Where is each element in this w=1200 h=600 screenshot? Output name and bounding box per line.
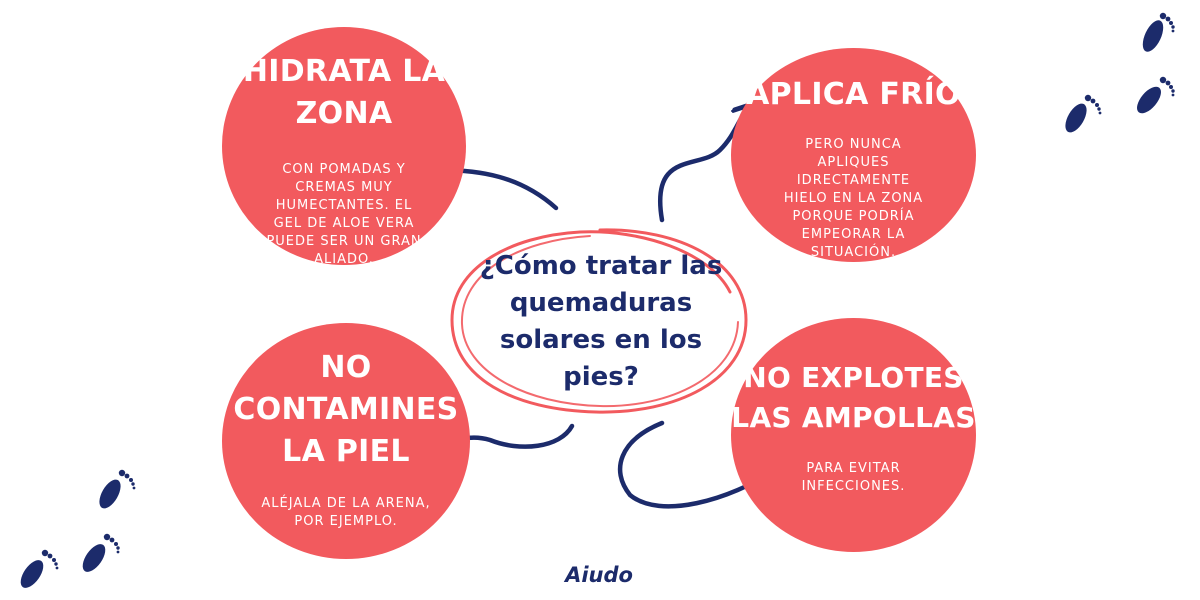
footprints-icon: [1137, 76, 1175, 114]
brand-logo: Aiudo: [553, 563, 645, 587]
tip-body: ALÉJALA DE LA ARENA, POR EJEMPLO.: [261, 496, 431, 529]
footprints-icon: [1142, 12, 1175, 52]
tip-body: CON POMADAS Y CREMAS MUY HUMECTANTES. EL…: [266, 162, 422, 267]
tip-body: PARA EVITAR INFECCIONES.: [801, 461, 906, 494]
tip-title: HIDRATA LA ZONA: [242, 54, 446, 131]
center-ring: [450, 228, 748, 414]
logo-text: Aiudo: [565, 563, 633, 587]
tip-title: NO EXPLOTES LAS AMPOLLAS: [731, 361, 976, 434]
footprints-icon: [82, 533, 120, 572]
tip-title: NO CONTAMINES LA PIEL: [233, 350, 459, 469]
tip-circle-aplica-frio: APLICA FRÍO PERO NUNCA APLIQUES IDRECTAM…: [731, 48, 976, 262]
footprints-icon: [1065, 94, 1102, 133]
tip-title: APLICA FRÍO: [746, 77, 961, 112]
tip-circle-no-explotes: NO EXPLOTES LAS AMPOLLAS PARA EVITAR INF…: [731, 318, 976, 552]
arrow-to-ampollas: [617, 420, 775, 509]
tip-circle-no-contamines: NO CONTAMINES LA PIEL ALÉJALA DE LA AREN…: [222, 323, 470, 559]
center-question: ¿Cómo tratar las quemaduras solares en l…: [479, 251, 723, 392]
tip-circle-hidrata: HIDRATA LA ZONA CON POMADAS Y CREMAS MUY…: [222, 27, 466, 267]
footprints-icon: [20, 549, 59, 588]
footprints-icon: [99, 469, 136, 509]
tip-body: PERO NUNCA APLIQUES IDRECTAMENTE HIELO E…: [783, 137, 924, 260]
